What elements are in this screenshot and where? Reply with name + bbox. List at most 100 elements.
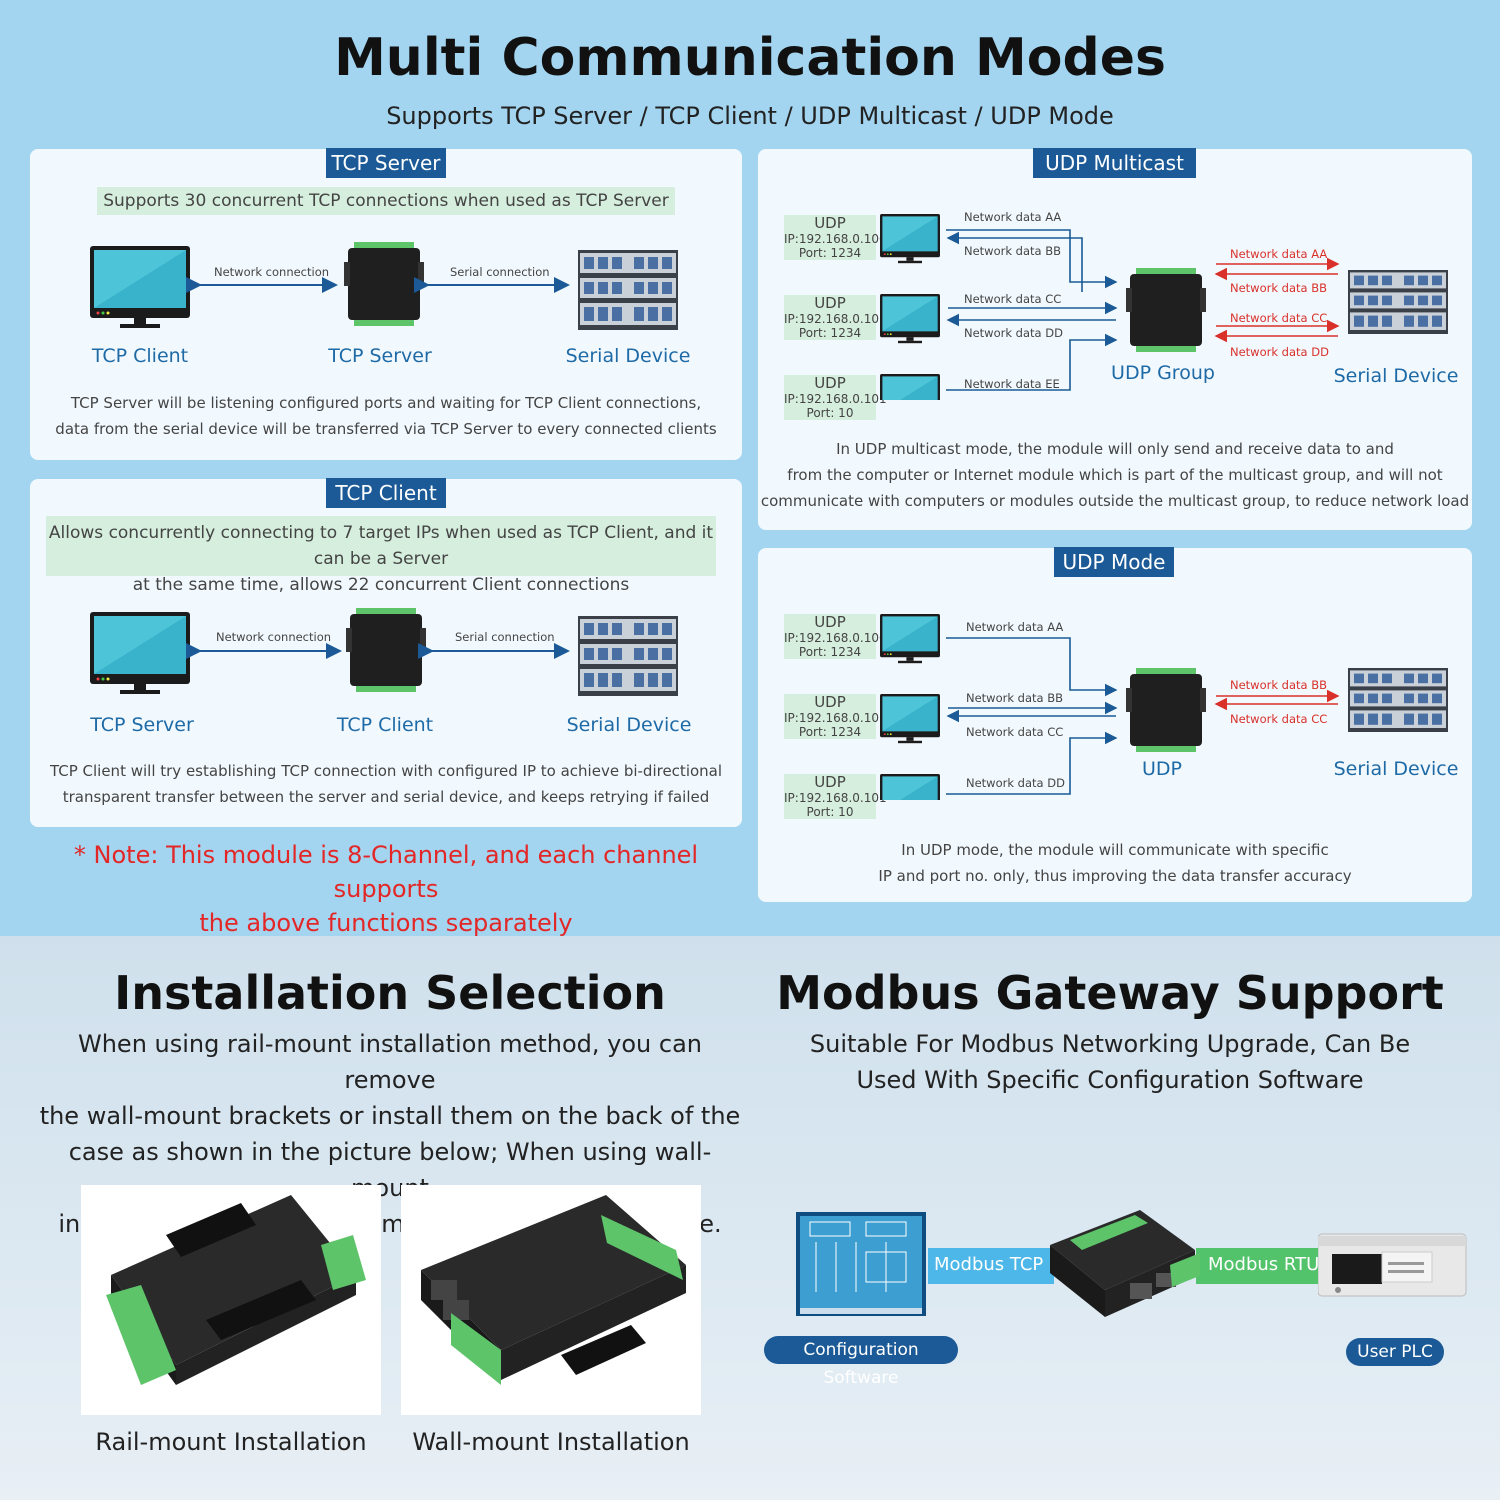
module-icon <box>344 242 424 326</box>
udp-mode-desc-1: In UDP mode, the module will communicate… <box>901 841 1329 859</box>
udp-mode-desc-2: IP and port no. only, thus improving the… <box>878 867 1352 885</box>
udp-multicast-desc-1: In UDP multicast mode, the module will o… <box>836 440 1394 458</box>
udp-label: UDP <box>1142 758 1182 780</box>
tcp-client-capacity-line1: Allows concurrently connecting to 7 targ… <box>48 523 714 569</box>
network-data-label: Network data CC <box>964 292 1062 306</box>
network-data-label: Network data DD <box>964 326 1063 340</box>
monitor-icon <box>880 294 940 344</box>
monitor-icon <box>880 614 940 664</box>
udp-multicast-desc-3: communicate with computers or modules ou… <box>760 492 1470 510</box>
monitor-icon <box>90 612 190 694</box>
modbus-subtitle-line: Suitable For Modbus Networking Upgrade, … <box>809 1030 1411 1058</box>
channel-note: * Note: This module is 8-Channel, and ea… <box>30 838 742 940</box>
udp-mode-diagram <box>880 614 1448 800</box>
network-connection-label: Network connection <box>214 265 330 279</box>
tcp-client-badge: TCP Client <box>326 478 446 508</box>
network-connection-label: Network connection <box>216 630 332 644</box>
tcp-server-diagram <box>90 242 678 330</box>
rail-mount-device-image <box>106 1195 366 1385</box>
monitor-icon <box>880 774 940 800</box>
tcp-client-capacity-line2: at the same time, allows 22 concurrent C… <box>132 575 630 595</box>
serial-device-label: Serial Device <box>566 714 692 736</box>
installation-body-line: When using rail-mount installation metho… <box>77 1030 703 1094</box>
tcp-server-desc-1: TCP Server will be listening configured … <box>70 394 702 412</box>
server-rack-icon <box>578 616 678 696</box>
serial-connection-label: Serial connection <box>455 630 555 644</box>
rail-mount-caption: Rail-mount Installation <box>95 1428 367 1456</box>
serial-data-label: Network data CC <box>1230 712 1328 726</box>
network-data-label: Network data BB <box>966 691 1064 705</box>
serial-device-label: Serial Device <box>565 345 691 367</box>
tcp-server-label: TCP Server <box>90 714 194 736</box>
module-icon <box>1126 668 1206 752</box>
server-rack-icon <box>1348 270 1448 334</box>
serial-data-label: Network data BB <box>1230 678 1328 692</box>
server-rack-icon <box>1348 668 1448 732</box>
rail-mount-photo <box>81 1185 381 1415</box>
modbus-tcp-label: Modbus TCP <box>934 1254 1044 1275</box>
tcp-client-label: TCP Client <box>336 714 434 736</box>
wall-mount-device-image <box>421 1195 686 1385</box>
monitor-icon <box>90 246 190 328</box>
tcp-server-capacity: Supports 30 concurrent TCP connections w… <box>97 187 675 215</box>
modbus-title: Modbus Gateway Support <box>776 966 1444 1020</box>
server-rack-icon <box>578 250 678 330</box>
udp-multicast-diagram <box>880 214 1448 400</box>
modbus-subtitle-line: Used With Specific Configuration Softwar… <box>856 1066 1364 1094</box>
installation-body-line: case as shown in the picture below; When… <box>68 1138 712 1202</box>
udp-multicast-desc-2: from the computer or Internet module whi… <box>787 466 1443 484</box>
udp-group-label: UDP Group <box>1111 362 1215 384</box>
serial-data-label: Network data AA <box>1230 247 1328 261</box>
serial-data-label: Network data BB <box>1230 281 1328 295</box>
network-data-label: Network data CC <box>966 725 1064 739</box>
serial-data-label: Network data DD <box>1230 345 1329 359</box>
user-plc-image <box>1318 1233 1467 1297</box>
installation-title: Installation Selection <box>114 966 666 1020</box>
network-data-label: Network data DD <box>966 776 1065 790</box>
tcp-client-desc-1: TCP Client will try establishing TCP con… <box>49 762 723 780</box>
network-data-label: Network data BB <box>964 244 1062 258</box>
serial-device-label: Serial Device <box>1333 365 1459 387</box>
modbus-rtu-label: Modbus RTU <box>1208 1254 1320 1275</box>
tcp-client-desc-2: transparent transfer between the server … <box>62 788 710 806</box>
tcp-client-capacity: Allows concurrently connecting to 7 targ… <box>46 516 716 595</box>
configuration-software-label: Configuration Software <box>764 1336 958 1388</box>
installation-body-line: the wall-mount brackets or install them … <box>39 1102 741 1130</box>
wall-mount-photo <box>401 1185 701 1415</box>
serial-data-label: Network data CC <box>1230 311 1328 325</box>
gateway-module-image <box>1050 1210 1200 1317</box>
page-subtitle: Supports TCP Server / TCP Client / UDP M… <box>386 102 1114 130</box>
network-data-label: Network data EE <box>964 377 1060 391</box>
udp-mode-badge: UDP Mode <box>1054 547 1174 577</box>
monitor-icon <box>880 214 940 264</box>
module-icon <box>1126 268 1206 352</box>
channel-note-line2: the above functions separately <box>199 909 573 937</box>
channel-note-line1: * Note: This module is 8-Channel, and ea… <box>73 841 699 903</box>
module-icon <box>346 608 426 692</box>
tcp-client-label: TCP Client <box>91 345 189 367</box>
configuration-software-screen <box>796 1212 926 1316</box>
modbus-tcp-link <box>928 1248 1054 1284</box>
modbus-subtitle: Suitable For Modbus Networking Upgrade, … <box>760 1026 1460 1098</box>
tcp-server-desc-2: data from the serial device will be tran… <box>55 420 717 438</box>
monitor-icon <box>880 374 940 400</box>
network-data-label: Network data AA <box>966 620 1064 634</box>
serial-connection-label: Serial connection <box>450 265 550 279</box>
monitor-icon <box>880 694 940 744</box>
tcp-server-label: TCP Server <box>328 345 432 367</box>
udp-multicast-badge: UDP Multicast <box>1033 148 1196 178</box>
network-data-label: Network data AA <box>964 210 1062 224</box>
tcp-client-diagram <box>90 608 678 696</box>
serial-device-label: Serial Device <box>1333 758 1459 780</box>
page-title: Multi Communication Modes <box>334 28 1166 88</box>
wall-mount-caption: Wall-mount Installation <box>412 1428 690 1456</box>
modbus-rtu-link <box>1196 1248 1322 1284</box>
tcp-server-badge: TCP Server <box>326 148 446 178</box>
user-plc-label: User PLC <box>1346 1338 1444 1366</box>
